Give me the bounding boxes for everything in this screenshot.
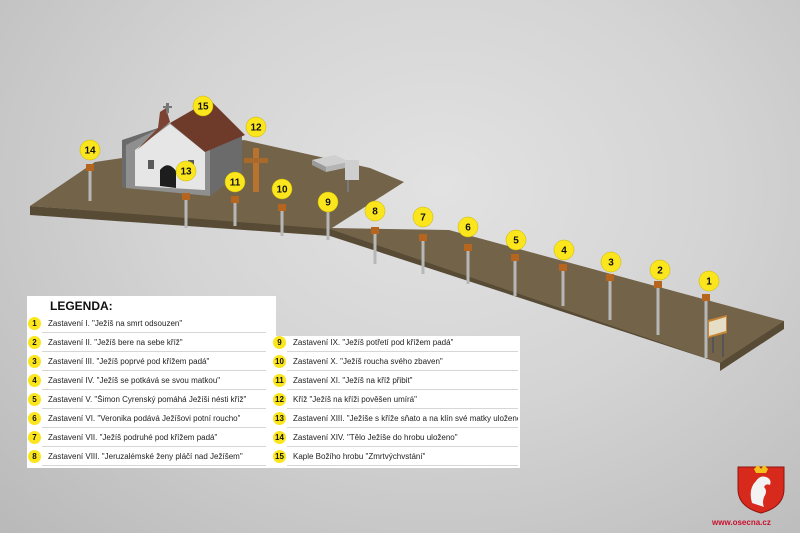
legend-number-badge: 12 [273,393,286,406]
legend-row: 8 Zastavení VIII. "Jeruzalémské ženy pláč… [28,447,266,466]
station-marker-8: 8 [364,200,386,222]
station-marker-15: 15 [192,95,214,117]
legend-row: 5 Zastavení V. "Šimon Cyrenský pomáhá Jež… [28,390,266,409]
station-marker-label: 8 [372,207,378,218]
legend-number-badge: 7 [28,431,41,444]
legend-number-badge: 10 [273,355,286,368]
legend-number-badge: 6 [28,412,41,425]
legend-description: Zastavení VIII. "Jeruzalémské ženy pláčí… [48,452,243,461]
station-marker-14: 14 [79,139,101,161]
station-marker-label: 5 [513,236,519,247]
legend-row: 13 Zastavení XIII. "Ježíše s kříže sňato … [273,409,518,428]
station-post [419,234,427,274]
legend-description: Zastavení XI. "Ježíš na kříž přibit" [293,376,413,385]
station-post [702,294,710,358]
station-marker-label: 2 [657,266,663,277]
station-post [86,164,94,201]
legend-row: 15 Kaple Božího hrobu "Zmrtvýchvstání" [273,447,518,466]
legend-row: 2 Zastavení II. "Ježíš bere na sebe kříž" [28,333,266,352]
station-marker-label: 1 [706,277,712,288]
legend-row: 10 Zastavení X. "Ježíš roucha svého zbave… [273,352,518,371]
station-post [511,254,519,296]
legend-description: Zastavení III. "Ježíš poprvé pod křížem … [48,357,210,366]
station-post [182,193,190,228]
legend-row: 9 Zastavení IX. "Ježíš potřetí pod křížem… [273,333,518,352]
station-marker-1: 1 [698,270,720,292]
osecna-coat-of-arms-logo [737,465,785,514]
legend-description: Zastavení II. "Ježíš bere na sebe kříž" [48,338,183,347]
legend-number-badge: 8 [28,450,41,463]
station-marker-12: 12 [245,116,267,138]
legend-description: Zastavení I. "Ježíš na smrt odsouzen" [48,319,183,328]
legend-panel [27,296,276,468]
path-slab-top [30,140,784,363]
legend-number-badge: 13 [273,412,286,425]
legend-description: Kaple Božího hrobu "Zmrtvýchvstání" [293,452,426,461]
legend-description: Zastavení XIII. "Ježíše s kříže sňato a … [293,414,518,423]
station-marker-11: 11 [224,171,246,193]
legend-description: Zastavení VI. "Veronika podává Ježíšovi … [48,414,241,423]
station-post [464,244,472,284]
station-marker-label: 15 [197,102,209,113]
legend-description: Kříž "Ježíš na kříži pověšen umírá" [293,395,417,404]
legend-row: 12 Kříž "Ježíš na kříži pověšen umírá" [273,390,518,409]
legend-number-badge: 5 [28,393,41,406]
station-post [559,264,567,306]
legend-number-badge: 9 [273,336,286,349]
station-marker-label: 14 [84,146,96,157]
legend-number-badge: 11 [273,374,286,387]
station-marker-label: 10 [276,185,288,196]
info-board [708,315,727,357]
station-marker-13: 13 [175,160,197,182]
station-marker-label: 3 [608,258,614,269]
legend-row: 6 Zastavení VI. "Veronika podává Ježíšovi… [28,409,266,428]
station-marker-6: 6 [457,216,479,238]
station-marker-label: 7 [420,213,426,224]
legend-description: Zastavení V. "Šimon Cyrenský pomáhá Ježí… [48,395,247,404]
legend-number-badge: 14 [273,431,286,444]
station-marker-label: 6 [465,223,471,234]
station-marker-7: 7 [412,206,434,228]
legend-description: Zastavení XIV. "Tělo Ježíše do hrobu ulo… [293,433,458,442]
station-marker-9: 9 [317,191,339,213]
legend-row: 4 Zastavení IV. "Ježíš se potkává se svou… [28,371,266,390]
legend-title: LEGENDA: [50,299,113,313]
station-post [231,196,239,226]
tomb-bench [312,155,359,192]
legend-row: 14 Zastavení XIV. "Tělo Ježíše do hrobu u… [273,428,518,447]
legend-row: 7 Zastavení VII. "Ježíš podruhé pod kříže… [28,428,266,447]
wooden-cross [244,148,268,192]
station-marker-label: 11 [230,178,241,189]
legend-number-badge: 3 [28,355,41,368]
legend-number-badge: 4 [28,374,41,387]
station-post [278,204,286,236]
station-post [371,227,379,264]
station-marker-2: 2 [649,259,671,281]
station-marker-label: 9 [325,198,331,209]
legend-number-badge: 2 [28,336,41,349]
legend-description: Zastavení IV. "Ježíš se potkává se svou … [48,376,221,385]
station-marker-label: 4 [561,246,567,257]
station-post [606,274,614,320]
legend-row: 1 Zastavení I. "Ježíš na smrt odsouzen" [28,314,266,333]
station-marker-label: 13 [180,167,192,178]
site-url: www.osecna.cz [712,518,771,527]
legend-description: Zastavení X. "Ježíš roucha svého zbaven" [293,357,443,366]
station-marker-10: 10 [271,178,293,200]
legend-description: Zastavení VII. "Ježíš podruhé pod křížem… [48,433,218,442]
legend-row: 11 Zastavení XI. "Ježíš na kříž přibit" [273,371,518,390]
station-post [654,281,662,335]
legend-number-badge: 15 [273,450,286,463]
legend-description: Zastavení IX. "Ježíš potřetí pod křížem … [293,338,454,347]
station-marker-3: 3 [600,251,622,273]
station-posts [86,164,710,358]
station-marker-label: 12 [250,123,262,134]
legend-row: 3 Zastavení III. "Ježíš poprvé pod křížem… [28,352,266,371]
station-marker-4: 4 [553,239,575,261]
legend-number-badge: 1 [28,317,41,330]
station-marker-5: 5 [505,229,527,251]
